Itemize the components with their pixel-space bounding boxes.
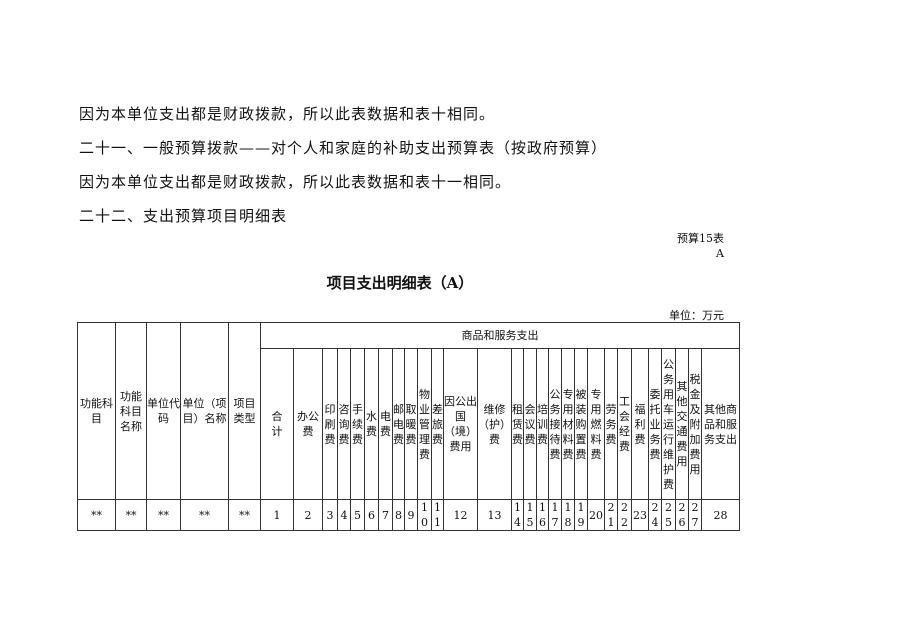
column-header: 委托业务费 xyxy=(648,348,662,500)
project-expense-table: 功能科目功能科目名称单位代码单位（项目）名称项目类型商品和服务支出 合 计办公费… xyxy=(77,322,740,531)
table-cell: 8 xyxy=(392,499,405,531)
table-cell: 23 xyxy=(631,499,649,531)
table-cell: 4 xyxy=(337,499,351,531)
paragraph-2: 二十一、一般预算拨款——对个人和家庭的补助支出预算表（按政府预算） xyxy=(79,139,608,157)
table-cell: 22 xyxy=(617,499,632,531)
column-header: 电费 xyxy=(378,348,393,500)
unit-label: 单位：万元 xyxy=(669,309,724,322)
table-cell: 26 xyxy=(675,499,689,531)
table-cell: 13 xyxy=(477,499,512,531)
column-header: 差旅费 xyxy=(431,348,444,500)
table-cell: 18 xyxy=(561,499,575,531)
table-cell: ** xyxy=(180,499,229,531)
table-suffix: A xyxy=(716,247,724,260)
group-header: 商品和服务支出 xyxy=(260,322,740,349)
table-cell: 1 xyxy=(260,499,294,531)
table-number: 预算15表 xyxy=(677,232,724,245)
table-cell: 9 xyxy=(404,499,418,531)
table-cell: ** xyxy=(228,499,261,531)
column-header: 功能科目 xyxy=(77,322,116,500)
paragraph-1: 因为本单位支出都是财政拨款，所以此表数据和表十相同。 xyxy=(79,105,496,123)
column-header: 办公费 xyxy=(293,348,323,500)
table-cell: 15 xyxy=(523,499,537,531)
table-cell: 28 xyxy=(701,499,740,531)
column-header: 因公出国（境）费用 xyxy=(443,348,478,500)
column-header: 单位（项目）名称 xyxy=(180,322,229,500)
table-cell: ** xyxy=(146,499,181,531)
column-header: 维修（护）费 xyxy=(477,348,512,500)
column-header: 水费 xyxy=(364,348,379,500)
table-cell: 20 xyxy=(587,499,605,531)
column-header: 合 计 xyxy=(260,348,294,500)
column-header: 工会经费 xyxy=(617,348,632,500)
table-cell: 6 xyxy=(364,499,379,531)
table-cell: 25 xyxy=(661,499,676,531)
column-header: 咨询费 xyxy=(337,348,351,500)
column-header: 手续费 xyxy=(350,348,365,500)
table-cell: 10 xyxy=(417,499,432,531)
column-header: 取暖费 xyxy=(404,348,418,500)
column-header: 项目类型 xyxy=(228,322,261,500)
table-cell: 11 xyxy=(431,499,444,531)
column-header: 单位代码 xyxy=(146,322,181,500)
column-header: 租赁费 xyxy=(511,348,524,500)
column-header: 印刷费 xyxy=(322,348,338,500)
table-cell: 21 xyxy=(604,499,618,531)
column-header: 其他商品和服务支出 xyxy=(701,348,740,500)
column-header: 专用燃料费 xyxy=(587,348,605,500)
column-header: 培训费 xyxy=(536,348,549,500)
column-header: 公务用车运行维护费 xyxy=(661,348,676,500)
column-header: 邮电费 xyxy=(392,348,405,500)
table-cell: 5 xyxy=(350,499,365,531)
table-cell: 3 xyxy=(322,499,338,531)
table-cell: 16 xyxy=(536,499,549,531)
table-cell: 24 xyxy=(648,499,662,531)
column-header: 物业管理费 xyxy=(417,348,432,500)
table-cell: 7 xyxy=(378,499,393,531)
table-cell: 27 xyxy=(688,499,702,531)
table-cell: 19 xyxy=(574,499,588,531)
column-header: 公务接待费 xyxy=(548,348,562,500)
table-cell: 12 xyxy=(443,499,478,531)
column-header: 会议费 xyxy=(523,348,537,500)
column-header: 其他交通费用 xyxy=(675,348,689,500)
table-cell: ** xyxy=(115,499,147,531)
paragraph-3: 因为本单位支出都是财政拨款，所以此表数据和表十一相同。 xyxy=(79,173,512,191)
column-header: 功能科目名称 xyxy=(115,322,147,500)
column-header: 专用材料费 xyxy=(561,348,575,500)
table-cell: 2 xyxy=(293,499,323,531)
table-cell: ** xyxy=(77,499,116,531)
column-header: 税金及附加费用 xyxy=(688,348,702,500)
table-cell: 14 xyxy=(511,499,524,531)
column-header: 劳务费 xyxy=(604,348,618,500)
table-cell: 17 xyxy=(548,499,562,531)
table-title: 项目支出明细表（A） xyxy=(326,274,474,292)
column-header: 被装购置费 xyxy=(574,348,588,500)
column-header: 福利费 xyxy=(631,348,649,500)
section-heading: 二十二、支出预算项目明细表 xyxy=(79,207,288,225)
